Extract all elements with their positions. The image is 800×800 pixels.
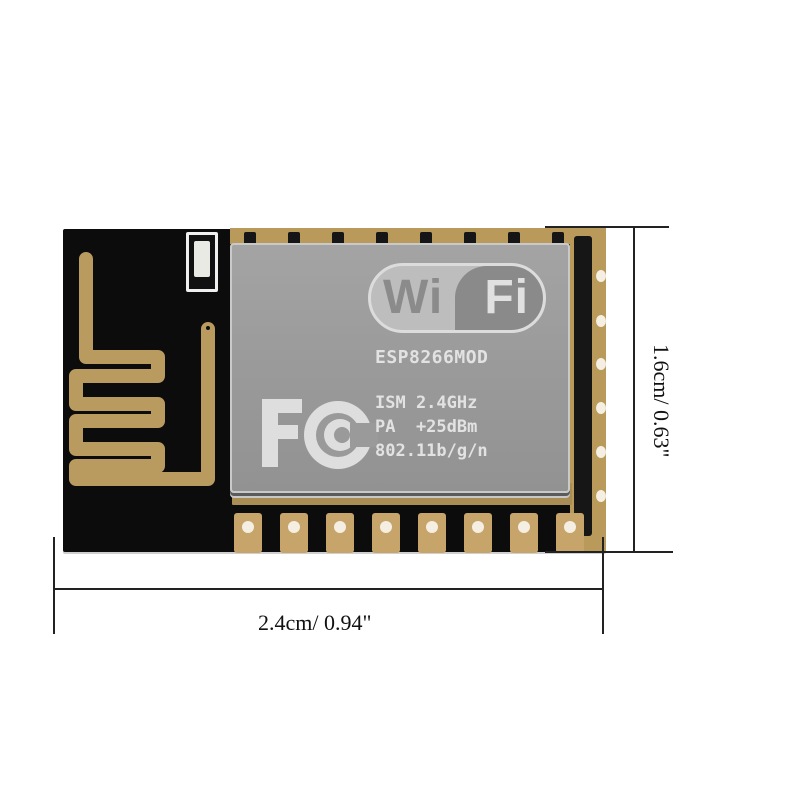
width-dimension-label: 2.4cm/ 0.94" — [258, 610, 372, 635]
rf-shield: Wi Fi ESP8266MOD ISM 2.4GHz PA +25dBm 80… — [230, 243, 570, 493]
top-pad-row — [230, 222, 575, 246]
model-label: ESP8266MOD — [375, 347, 489, 368]
led-icon — [186, 232, 218, 292]
wifi-logo: Wi Fi — [368, 263, 546, 333]
height-dimension-bottom-tick — [545, 551, 673, 553]
fcc-logo-icon — [262, 399, 378, 469]
spec-line-ism: ISM 2.4GHz — [375, 393, 478, 413]
antenna-trace-icon — [69, 252, 215, 486]
width-dimension-left-tick — [53, 537, 55, 634]
height-dimension-top-tick — [545, 226, 669, 228]
right-pad-column — [570, 228, 606, 552]
width-dimension-right-tick — [602, 537, 604, 634]
bottom-pad-row — [232, 483, 584, 553]
spec-line-pa: PA +25dBm — [375, 417, 478, 437]
height-dimension-label: 1.6cm/ 0.63" — [649, 344, 674, 458]
wifi-logo-fi: Fi — [484, 271, 529, 324]
wifi-logo-wi: Wi — [383, 271, 444, 324]
height-dimension-line — [633, 226, 635, 553]
spec-line-standard: 802.11b/g/n — [375, 441, 488, 461]
width-dimension-line — [53, 588, 604, 590]
